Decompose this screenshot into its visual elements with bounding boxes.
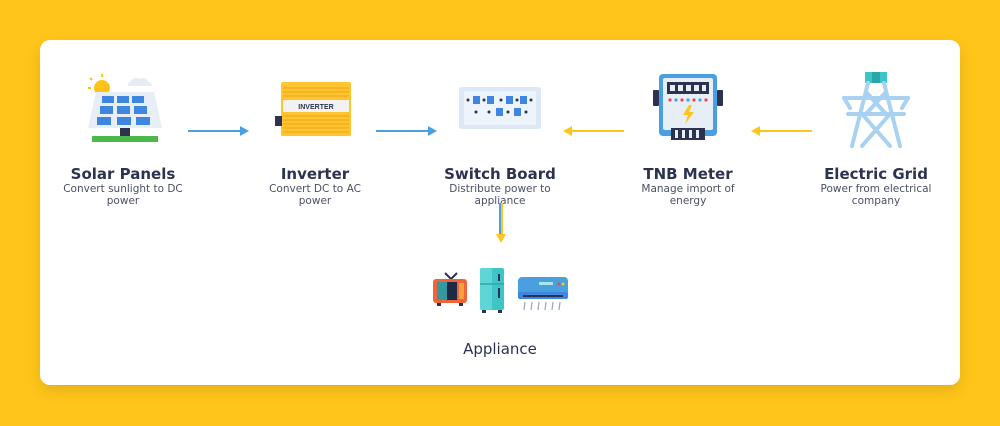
flow-arrow-solar-to-inverter [188, 126, 249, 136]
node-description-line: Distribute power to [449, 183, 551, 195]
flow-arrow-switchboard-to-appliance [496, 203, 506, 243]
node-title: Solar Panels [70, 165, 176, 183]
appliance-title: Appliance [463, 340, 537, 358]
node-description: Convert sunlight to DC power [38, 183, 208, 207]
node-electric-grid: Electric Grid Power from electrical comp… [791, 48, 961, 208]
inverter-icon: INVERTER [275, 82, 351, 136]
node-description-line: company [851, 195, 901, 207]
air-conditioner-icon [518, 277, 568, 311]
television-icon [433, 272, 467, 306]
node-title: Electric Grid [824, 165, 928, 183]
switch-board-icon [459, 87, 541, 129]
node-description: Power from electrical company [791, 183, 961, 207]
node-description-line: Manage import of [641, 183, 735, 195]
node-title: TNB Meter [643, 165, 733, 183]
node-title: Switch Board [444, 165, 556, 183]
node-description: Distribute power to appliance [415, 183, 585, 207]
flow-arrow-meter-to-switchboard [563, 126, 624, 136]
electric-meter-icon [653, 74, 723, 140]
node-description-line: energy [669, 195, 707, 207]
node-description: Manage import of energy [603, 183, 773, 207]
node-description-line: power [298, 195, 332, 207]
node-description-line: Convert sunlight to DC [63, 183, 183, 195]
node-description-line: power [106, 195, 140, 207]
node-title: Inverter [280, 165, 350, 183]
node-description-line: Power from electrical [820, 183, 932, 195]
node-switch-board: Switch Board Distribute power to applian… [415, 48, 585, 208]
solar-panel-icon [88, 74, 162, 142]
transmission-tower-icon [842, 72, 910, 148]
refrigerator-icon [480, 268, 504, 313]
flow-arrow-grid-to-meter [751, 126, 812, 136]
flow-arrow-inverter-to-switchboard [376, 126, 437, 136]
node-solar-panels: Solar Panels Convert sunlight to DC powe… [38, 48, 208, 208]
node-inverter: INVERTER Inverter Convert DC to AC power [230, 48, 400, 208]
inverter-label: INVERTER [298, 104, 333, 111]
node-description-line: Convert DC to AC [269, 183, 361, 195]
node-description: Convert DC to AC power [230, 183, 400, 207]
node-tnb-meter: TNB Meter Manage import of energy [603, 48, 773, 208]
node-description-line: appliance [474, 195, 526, 207]
